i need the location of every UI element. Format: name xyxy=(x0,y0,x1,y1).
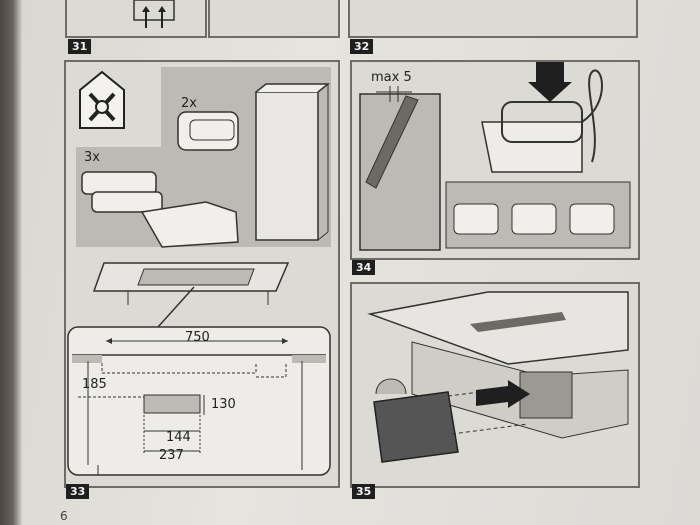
clip-quantity: 3x xyxy=(84,150,100,165)
step-number: 34 xyxy=(352,260,376,275)
dim-144: 144 xyxy=(166,430,191,445)
bend-quantity: 2x xyxy=(181,96,197,111)
parts-illustration xyxy=(76,67,331,248)
table-edge xyxy=(0,0,22,525)
arrows-up-icon xyxy=(133,0,175,28)
bend-fitting-illustration xyxy=(359,62,631,251)
dim-237: 237 xyxy=(159,448,184,463)
panel-step-32 xyxy=(348,0,638,38)
no-tools-icon xyxy=(79,70,125,129)
dim-185: 185 xyxy=(82,377,107,392)
max-gap-label: max 5 xyxy=(371,70,412,85)
dimension-drawing xyxy=(67,262,331,476)
dim-130: 130 xyxy=(211,397,236,412)
step-number: 31 xyxy=(68,39,92,54)
step-number: 33 xyxy=(66,484,90,499)
step-number: 32 xyxy=(350,39,374,54)
page-number: 6 xyxy=(60,509,68,523)
step-number: 35 xyxy=(352,484,376,499)
dim-750: 750 xyxy=(185,330,210,345)
connector-illustration xyxy=(367,291,629,463)
panel-step-31 xyxy=(65,0,207,38)
panel-step-31b xyxy=(208,0,340,38)
